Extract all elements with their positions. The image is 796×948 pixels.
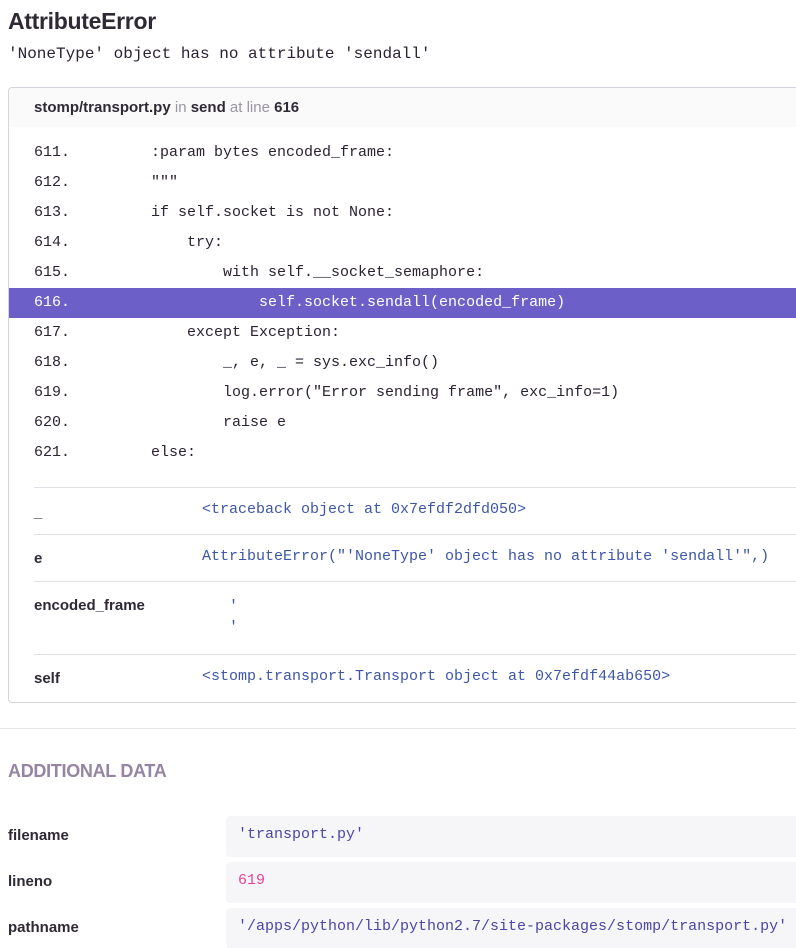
code-line: 619. log.error("Error sending frame", ex…: [9, 378, 796, 408]
data-key: filename: [8, 827, 69, 844]
stack-frame: stomp/transport.py in send at line 616 6…: [8, 87, 796, 703]
frame-lineno: 616: [274, 99, 300, 116]
variable-name: _: [34, 504, 43, 521]
variable-name: encoded_frame: [34, 597, 145, 614]
line-source: """: [79, 174, 179, 191]
frame-header[interactable]: stomp/transport.py in send at line 616: [9, 88, 796, 127]
exception-message: 'NoneType' object has no attribute 'send…: [8, 45, 431, 63]
data-key: lineno: [8, 873, 53, 890]
variable-row: encoded_frame ' ': [34, 581, 796, 654]
line-source: except Exception:: [79, 324, 341, 341]
line-number: 620.: [34, 414, 71, 431]
line-number: 621.: [34, 444, 71, 461]
line-number: 614.: [34, 234, 71, 251]
section-divider: [0, 728, 796, 729]
variable-value: ' ': [229, 598, 239, 636]
code-line: 621. else:: [9, 438, 796, 468]
line-number: 613.: [34, 204, 71, 221]
line-number: 619.: [34, 384, 71, 401]
additional-data-title: ADDITIONAL DATA: [8, 761, 167, 781]
line-source: if self.socket is not None:: [79, 204, 395, 221]
code-line: 614. try:: [9, 228, 796, 258]
line-number: 616.: [34, 294, 71, 311]
data-value: '/apps/python/lib/python2.7/site-package…: [226, 908, 796, 948]
additional-data-row: filename 'transport.py': [0, 816, 796, 857]
line-number: 611.: [34, 144, 71, 161]
line-source: log.error("Error sending frame", exc_inf…: [79, 384, 620, 401]
code-line: 611. :param bytes encoded_frame:: [9, 138, 796, 168]
line-source: raise e: [79, 414, 287, 431]
local-variables: _ <traceback object at 0x7efdf2dfd050> e…: [34, 487, 796, 702]
data-value: 619: [226, 862, 796, 903]
variable-row: self <stomp.transport.Transport object a…: [34, 654, 796, 702]
code-line: 617. except Exception:: [9, 318, 796, 348]
code-line: 613. if self.socket is not None:: [9, 198, 796, 228]
line-source: try:: [79, 234, 224, 251]
variable-name: self: [34, 670, 60, 687]
variable-row: e AttributeError("'NoneType' object has …: [34, 534, 796, 581]
variable-row: _ <traceback object at 0x7efdf2dfd050>: [34, 487, 796, 534]
frame-function: send: [190, 99, 226, 116]
code-line: 615. with self.__socket_semaphore:: [9, 258, 796, 288]
frame-at-line-label: at line: [229, 99, 270, 116]
variable-value: <traceback object at 0x7efdf2dfd050>: [202, 501, 527, 518]
line-source: _, e, _ = sys.exc_info(): [79, 354, 440, 371]
line-number: 617.: [34, 324, 71, 341]
variable-name: e: [34, 550, 43, 567]
line-source: self.socket.sendall(encoded_frame): [79, 294, 566, 311]
code-line-active: 616. self.socket.sendall(encoded_frame): [9, 288, 796, 318]
line-source: :param bytes encoded_frame:: [79, 144, 395, 161]
line-source: else:: [79, 444, 197, 461]
additional-data-row: lineno 619: [0, 862, 796, 903]
data-key: pathname: [8, 919, 79, 936]
additional-data-row: pathname '/apps/python/lib/python2.7/sit…: [0, 908, 796, 948]
variable-value: <stomp.transport.Transport object at 0x7…: [202, 668, 671, 685]
exception-title: AttributeError: [8, 8, 156, 34]
line-number: 615.: [34, 264, 71, 281]
code-context: 611. :param bytes encoded_frame: 612. ""…: [9, 127, 796, 468]
code-line: 618. _, e, _ = sys.exc_info(): [9, 348, 796, 378]
code-line: 612. """: [9, 168, 796, 198]
frame-filename: stomp/transport.py: [34, 99, 171, 116]
line-number: 612.: [34, 174, 71, 191]
line-number: 618.: [34, 354, 71, 371]
variable-value: AttributeError("'NoneType' object has no…: [202, 548, 770, 565]
line-source: with self.__socket_semaphore:: [79, 264, 485, 281]
frame-in-label: in: [174, 99, 187, 116]
code-line: 620. raise e: [9, 408, 796, 438]
data-value: 'transport.py': [226, 816, 796, 857]
